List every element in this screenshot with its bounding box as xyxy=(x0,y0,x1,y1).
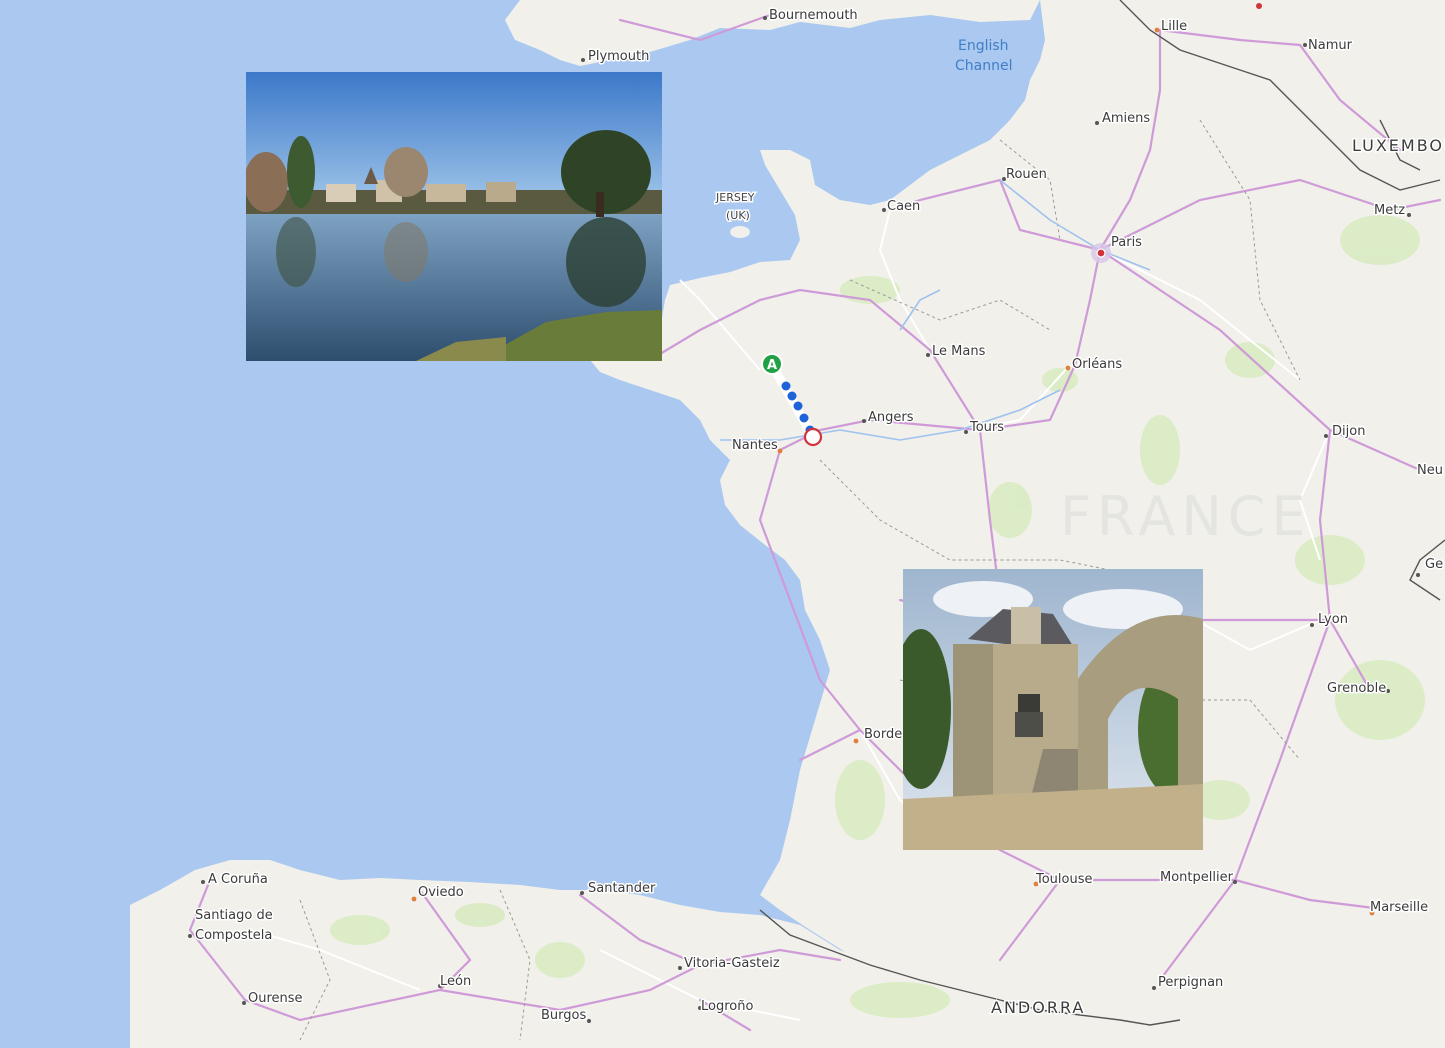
city-namur: Namur xyxy=(1308,38,1353,53)
city-dijon: Dijon xyxy=(1332,424,1365,439)
country-label-andorra: ANDORRA xyxy=(991,998,1085,1017)
city-montpellier: Montpellier xyxy=(1160,870,1234,885)
city-labels: Bournemouth Plymouth Lille Namur Amiens … xyxy=(194,7,1445,1025)
city-santander: Santander xyxy=(588,881,656,896)
city-paris: Paris xyxy=(1111,235,1142,250)
city-toulouse: Toulouse xyxy=(1035,872,1093,887)
land-jersey xyxy=(730,226,750,238)
city-rouen: Rouen xyxy=(1006,167,1047,182)
photo-lake-image xyxy=(246,72,662,361)
city-dots xyxy=(188,3,1420,1023)
country-label-luxembourg: LUXEMBOU xyxy=(1352,136,1445,155)
city-logrono: Logroño xyxy=(701,999,753,1014)
city-orleans: Orléans xyxy=(1072,357,1122,372)
sea-label-english: English xyxy=(958,38,1009,54)
motorways xyxy=(188,13,1442,1032)
city-bordeaux: Borde xyxy=(864,727,902,742)
city-perpignan: Perpignan xyxy=(1158,975,1223,990)
photo-lake-village[interactable] xyxy=(246,72,662,361)
city-marseille: Marseille xyxy=(1370,900,1428,915)
route-dot xyxy=(781,381,791,391)
sea-label-channel: Channel xyxy=(955,58,1012,74)
city-lyon: Lyon xyxy=(1318,612,1348,627)
city-angers: Angers xyxy=(868,410,914,425)
city-santiago-2: Compostela xyxy=(195,928,272,943)
city-tours: Tours xyxy=(969,420,1004,435)
photo-castle-gate[interactable] xyxy=(903,569,1203,850)
city-leon: León xyxy=(440,974,471,989)
city-metz: Metz xyxy=(1374,203,1405,218)
city-bournemouth: Bournemouth xyxy=(769,8,858,23)
city-le-mans: Le Mans xyxy=(932,344,986,359)
island-label-jersey: JERSEY xyxy=(715,191,755,204)
city-geneva: Ge xyxy=(1425,557,1443,572)
route-end-marker[interactable] xyxy=(803,427,823,447)
paris-marker xyxy=(1091,243,1111,263)
route-dot xyxy=(793,401,803,411)
rivers xyxy=(720,179,1151,441)
city-plymouth: Plymouth xyxy=(588,49,649,64)
city-caen: Caen xyxy=(887,199,920,214)
city-amiens: Amiens xyxy=(1102,111,1150,126)
route-start-marker[interactable]: A xyxy=(761,353,783,375)
city-ourense: Ourense xyxy=(248,991,303,1006)
land-great-britain xyxy=(505,0,1040,66)
city-lille: Lille xyxy=(1161,19,1187,34)
country-borders xyxy=(759,0,1445,1026)
city-oviedo: Oviedo xyxy=(418,885,464,900)
city-santiago-1: Santiago de xyxy=(195,908,273,923)
photo-castle-image xyxy=(903,569,1203,850)
city-vitoria: Vitoria-Gasteiz xyxy=(684,956,780,971)
city-burgos: Burgos xyxy=(541,1008,586,1023)
city-a-coruna: A Coruña xyxy=(208,872,268,887)
city-neuchatel: Neu xyxy=(1417,463,1443,478)
city-grenoble: Grenoble xyxy=(1327,681,1386,696)
island-label-uk: (UK) xyxy=(726,209,750,222)
route-dot xyxy=(799,413,809,423)
country-label-france: FRANCE xyxy=(1060,485,1312,548)
route-start-label: A xyxy=(767,358,777,373)
city-nantes: Nantes xyxy=(732,438,778,453)
route-dot xyxy=(787,391,797,401)
